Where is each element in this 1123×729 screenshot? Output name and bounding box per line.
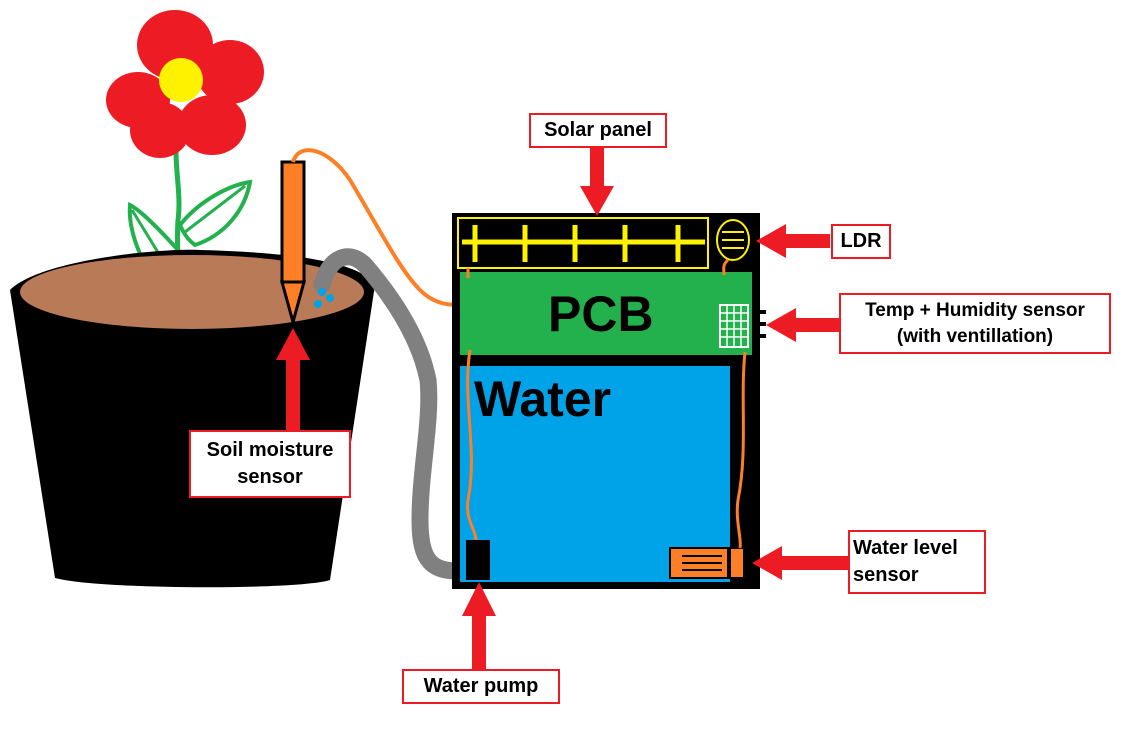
solar-panel-arrow: [580, 148, 614, 216]
petal-bottom-right: [178, 95, 246, 155]
water-pump-label-text: Water pump: [423, 675, 539, 697]
ldr-wire: [722, 258, 730, 276]
water-tank: [460, 366, 730, 582]
soil-moisture-label-line1: Soil moisture: [206, 439, 334, 461]
temp-humidity-label-line1: Temp + Humidity sensor: [865, 299, 1085, 321]
water-pump-label: Water pump: [402, 669, 560, 704]
water-tube: [313, 248, 479, 580]
leaf-right: [177, 179, 253, 248]
soil-moisture-arrow: [276, 328, 310, 430]
leaf-right-vein: [184, 184, 246, 234]
water-drop-2: [326, 294, 334, 302]
solar-panel-label: Solar panel: [529, 113, 667, 148]
water-level-label-line1: Water level: [853, 537, 958, 559]
temp-humidity-component: [719, 304, 749, 348]
soil-moisture-label-line2: sensor: [237, 466, 303, 488]
flower: [106, 10, 264, 301]
pcb-board: [460, 272, 752, 355]
water-level-label: Water level sensor: [848, 530, 986, 594]
water-level-component: [669, 547, 745, 579]
petal-bottom-left: [130, 102, 190, 158]
pot: [10, 249, 375, 588]
water-drop-3: [314, 300, 322, 308]
water-pump-component: [466, 540, 490, 580]
temp-humidity-arrow: [766, 308, 840, 342]
petal-right: [196, 40, 264, 104]
pot-body: [10, 249, 375, 588]
water-text: Water: [474, 371, 612, 427]
device-box: [452, 213, 766, 589]
water-level-arrow: [752, 546, 848, 580]
soil-moisture-label: Soil moisture sensor: [189, 430, 351, 498]
level-wire: [735, 351, 747, 549]
soil-moisture-sensor: [280, 160, 306, 328]
sensor-wire: [291, 148, 463, 307]
pcb-text: PCB: [548, 286, 654, 342]
ldr-label: LDR: [831, 224, 891, 259]
pump-wire: [465, 349, 478, 541]
temp-humidity-label: Temp + Humidity sensor (with ventillatio…: [839, 293, 1111, 354]
solar-panel-label-text: Solar panel: [544, 119, 652, 141]
pot-soil: [20, 255, 364, 329]
flower-center: [159, 58, 203, 102]
arrows: [276, 148, 848, 676]
temp-humidity-label-line2: (with ventillation): [896, 325, 1054, 347]
water-level-label-line2: sensor: [853, 564, 919, 586]
ldr-arrow: [756, 224, 830, 258]
water-drop-1: [318, 288, 326, 296]
ldr-label-text: LDR: [840, 230, 882, 252]
water-pump-arrow: [462, 582, 496, 676]
